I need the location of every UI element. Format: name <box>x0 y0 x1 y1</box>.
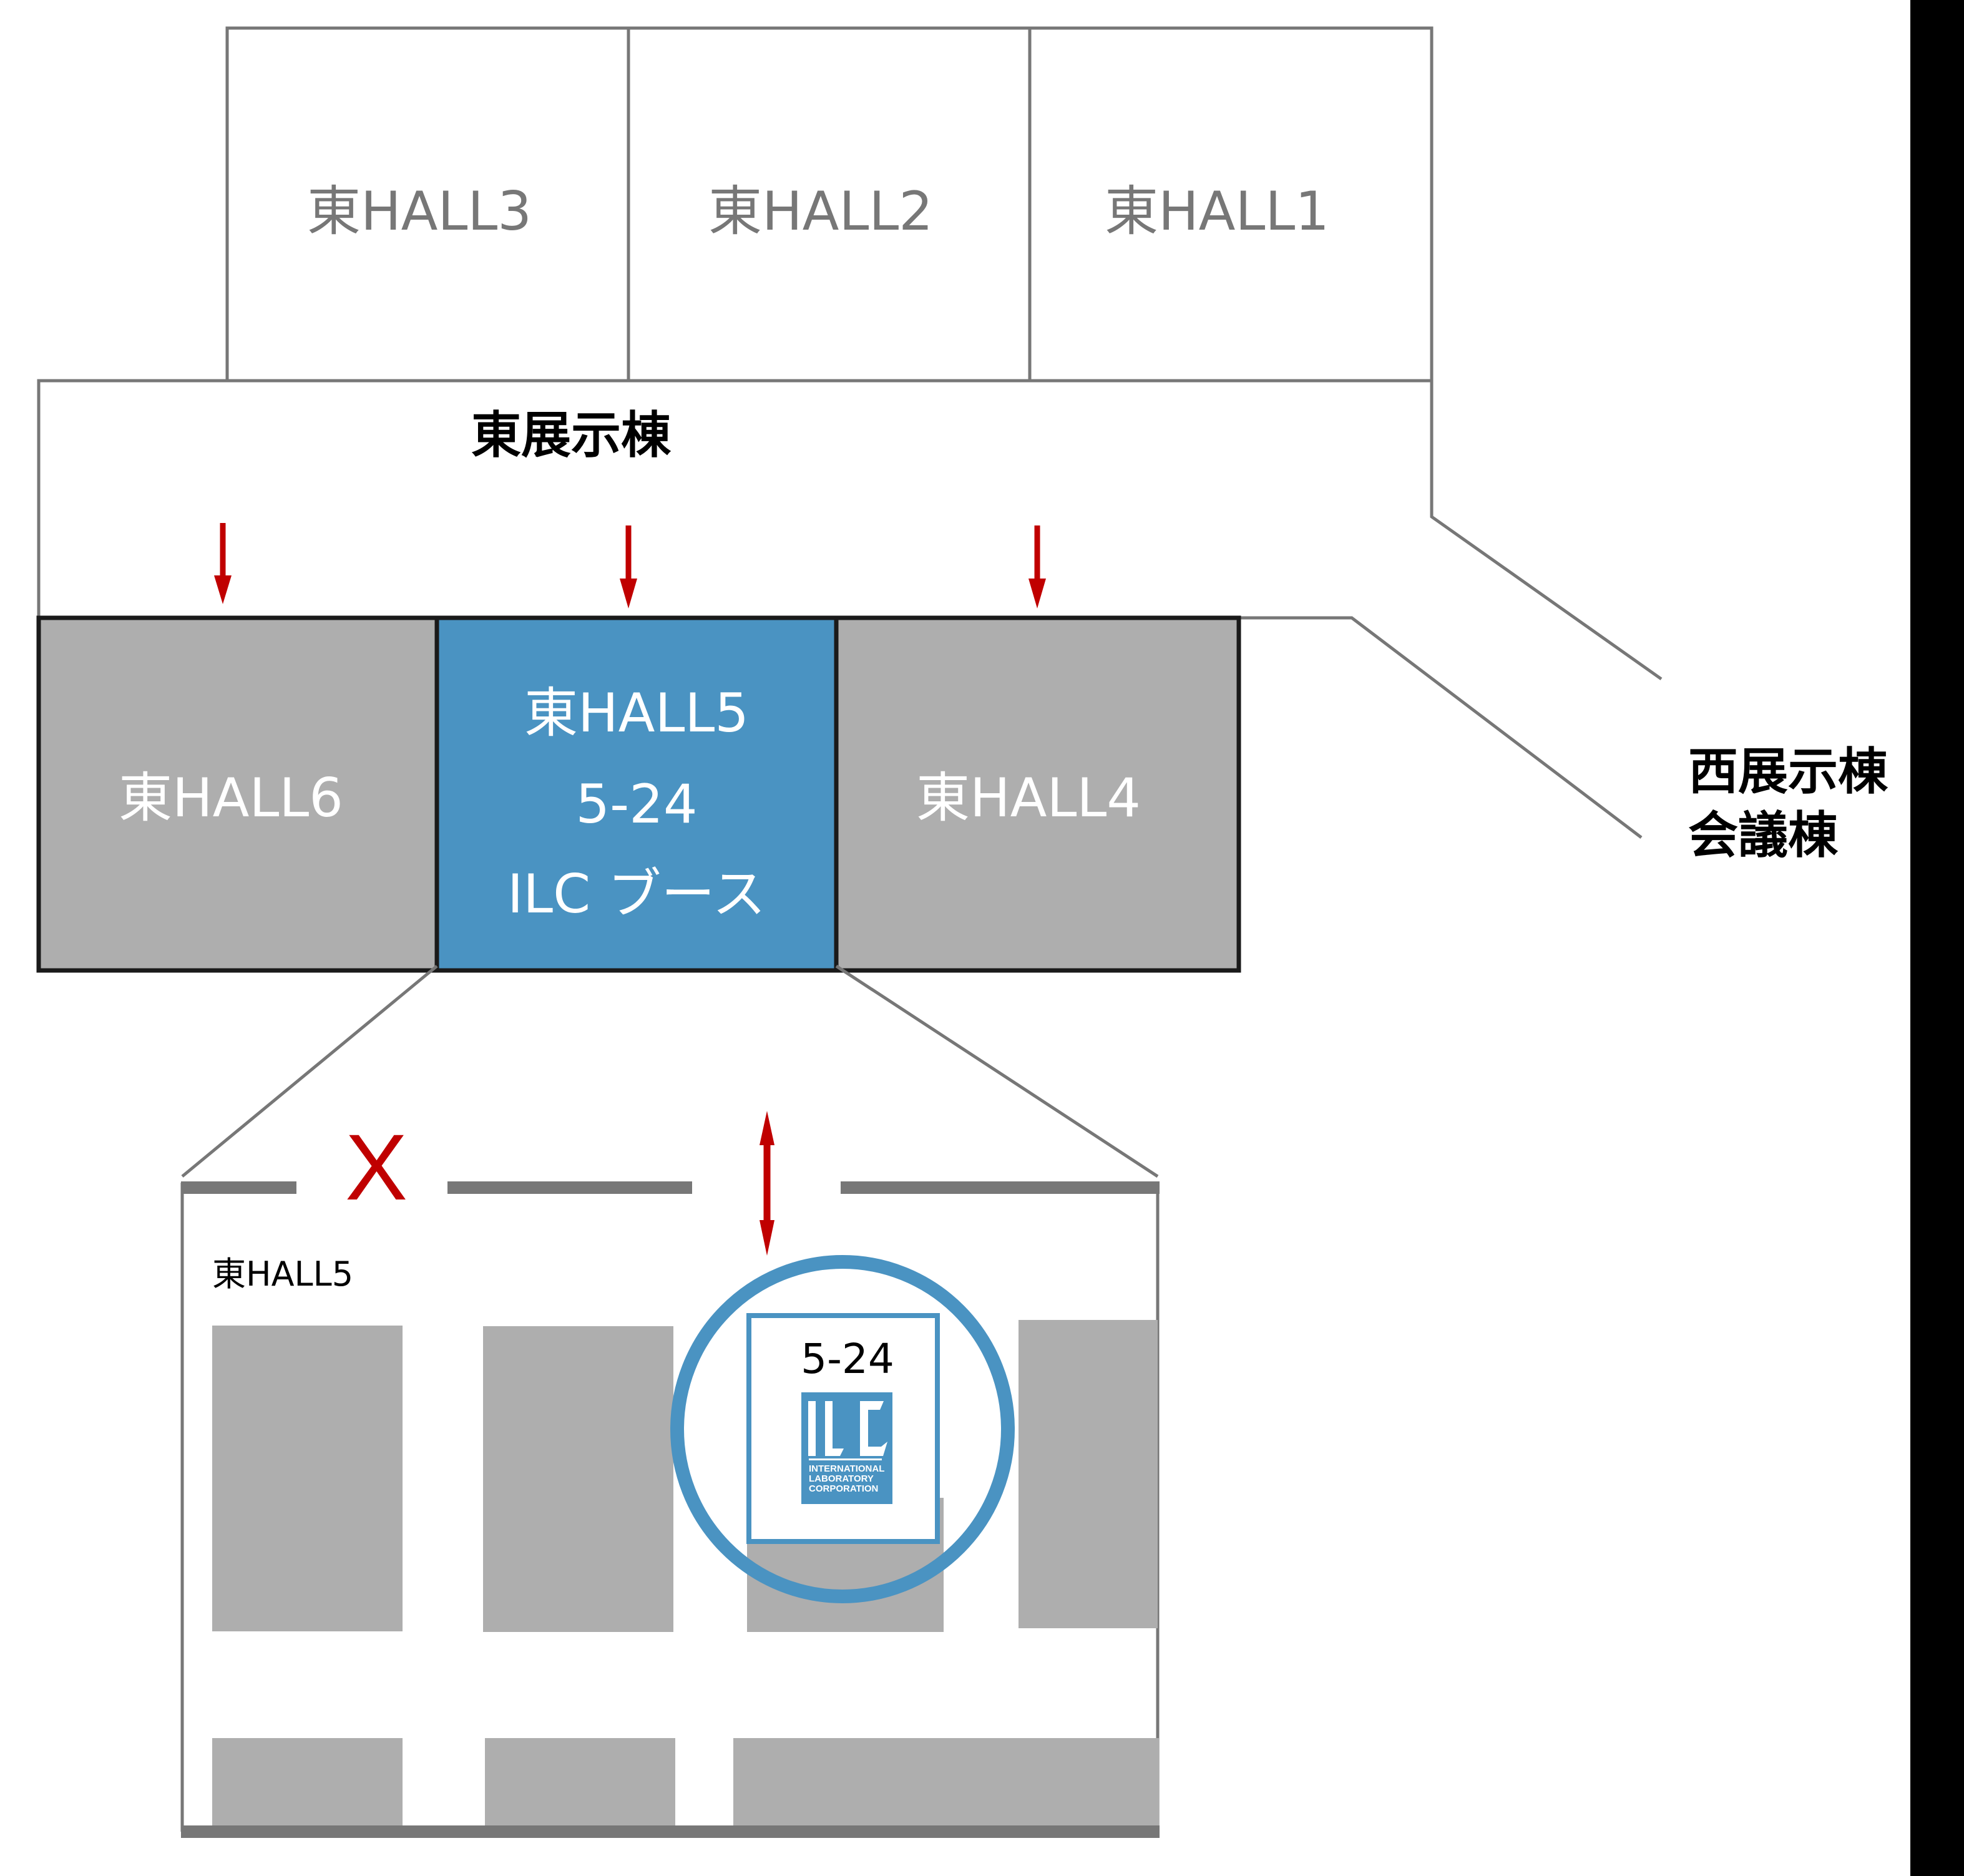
callout-line-left <box>181 965 438 1178</box>
arrow-down-icon <box>620 525 637 608</box>
arrow-down-icon <box>214 523 232 604</box>
connector-path <box>1239 616 1643 839</box>
hall-6-label: 東HALL6 <box>119 767 343 829</box>
hall-5-booth-name: ILC ブース <box>507 863 766 926</box>
booth-block <box>485 1738 675 1825</box>
east-building: 東展示棟 <box>37 379 1663 839</box>
ilc-booth-5-24[interactable]: 5-24 INTERNATIONAL LABORATORY CORPORATIO… <box>746 1313 940 1544</box>
west-building-line2: 会議棟 <box>1688 806 1839 864</box>
hall-3-label: 東HALL3 <box>307 180 532 243</box>
booth-block <box>483 1326 673 1632</box>
booth-number-label: 5-24 <box>801 1335 894 1383</box>
callout-line-right <box>835 964 1159 1178</box>
west-building-line1: 西展示棟 <box>1688 743 1888 801</box>
booth-highlight-circle <box>670 1255 1015 1603</box>
logo-line1: INTERNATIONAL <box>809 1463 884 1474</box>
lower-halls: 東HALL6 東HALL5 5-24 ILC ブース 東HALL4 <box>36 615 1241 973</box>
detail-wall-bottom <box>181 1825 1160 1838</box>
upper-halls: 東HALL3 東HALL2 東HALL1 <box>225 26 1434 383</box>
double-arrow-icon <box>760 1111 774 1256</box>
hall-5-highlighted[interactable] <box>434 615 839 973</box>
right-edge-bar <box>1910 0 1964 1876</box>
upper-halls-outline <box>225 26 1434 383</box>
booth-block <box>212 1326 403 1631</box>
east-building-outline <box>37 379 1663 681</box>
east-building-label: 東展示棟 <box>471 406 672 464</box>
closed-entrance-x-mark: X <box>345 1115 408 1219</box>
hall-1-label: 東HALL1 <box>1105 180 1329 243</box>
logo-line2: LABORATORY <box>809 1473 874 1484</box>
hall-2-label: 東HALL2 <box>708 180 933 243</box>
entry-arrows <box>214 523 1046 608</box>
logo-line3: CORPORATION <box>809 1483 878 1494</box>
hall-6[interactable] <box>36 615 439 973</box>
hall-5-label: 東HALL5 <box>524 682 749 745</box>
ilc-logo: INTERNATIONAL LABORATORY CORPORATION <box>801 1392 892 1504</box>
hall-4[interactable] <box>834 615 1241 973</box>
hall-5-detail: X 東HALL5 5-24 <box>180 1111 1160 1838</box>
west-building-label: 西展示棟 会議棟 <box>1688 743 1888 864</box>
detail-wall-top-segment <box>447 1181 692 1194</box>
detail-wall-top-segment <box>181 1181 296 1194</box>
hall-4-label: 東HALL4 <box>916 767 1141 829</box>
detail-hall-label: 東HALL5 <box>212 1254 353 1294</box>
booth-block <box>733 1738 1159 1825</box>
booth-block <box>212 1738 403 1825</box>
hall-5-booth-number: 5-24 <box>575 773 697 836</box>
booth-block <box>1019 1320 1158 1628</box>
detail-wall-top-segment <box>841 1181 1160 1194</box>
arrow-down-icon <box>1028 525 1046 608</box>
